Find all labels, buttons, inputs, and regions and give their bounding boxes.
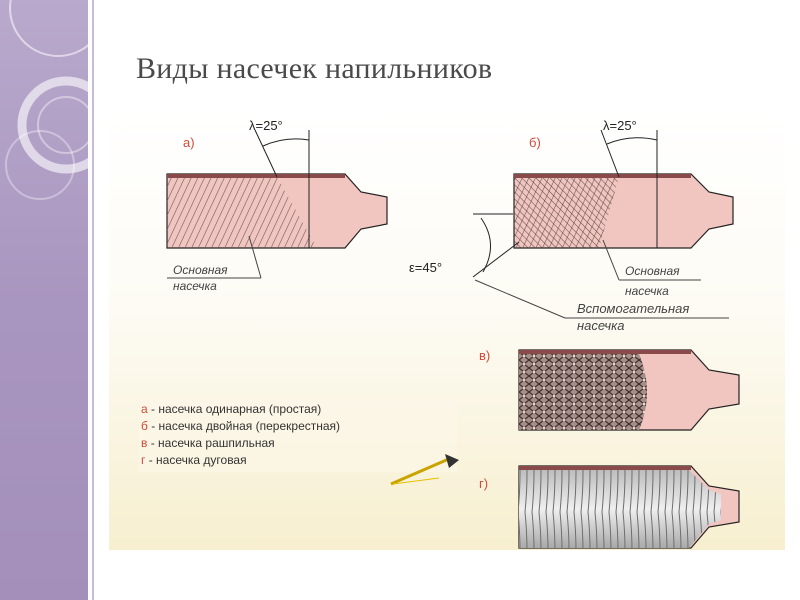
panel-v: в) — [479, 348, 740, 431]
legend: а - насечка одинарная (простая) б - насе… — [139, 398, 459, 486]
panel-g-arc-cut — [519, 470, 721, 548]
panel-a-label-leader — [248, 235, 262, 279]
panel-a-letter: а) — [183, 135, 195, 150]
legend-box — [139, 398, 457, 472]
panel-a-single-cut — [167, 177, 317, 248]
slide-title: Виды насечек напильников — [136, 52, 493, 85]
panel-v-rasp-cut — [519, 354, 647, 430]
panel-v-top-edge — [519, 350, 691, 354]
panel-b-aux-label-2: насечка — [577, 318, 624, 333]
panel-b-main-label-1: Основная — [625, 264, 680, 278]
file-cuts-figure: а) λ=25° Основная насечка б) λ=25° ε=45°… — [109, 112, 785, 550]
panel-b-aux-leader — [474, 279, 566, 319]
legend-item-g: г - насечка дуговая — [141, 453, 247, 467]
panel-b-cut-line — [600, 129, 620, 178]
legend-key: г — [141, 453, 146, 467]
legend-item-b: б - насечка двойная (перекрестная) — [141, 419, 340, 433]
panel-b-aux-cut — [514, 177, 619, 248]
legend-text: - насечка рашпильная — [147, 436, 274, 450]
panel-b-main-leader — [602, 239, 620, 281]
panel-b-top-edge — [514, 174, 691, 178]
legend-text: - насечка дуговая — [145, 453, 246, 467]
legend-item-a: а - насечка одинарная (простая) — [141, 402, 321, 416]
sidebar-divider — [92, 0, 94, 600]
panel-b-angle-label: λ=25° — [603, 118, 637, 133]
panel-a-cut-line — [254, 129, 278, 178]
panel-a-angle-arc — [262, 138, 310, 147]
panel-b-angle-arc — [606, 137, 658, 145]
panel-a: а) λ=25° Основная насечка — [166, 118, 388, 293]
sidebar-decoration — [0, 0, 88, 600]
panel-a-cut-label-2: насечка — [173, 279, 217, 293]
panel-a-angle-label: λ=25° — [249, 118, 283, 133]
panel-b-main-label-2: насечка — [625, 284, 669, 298]
panel-b-aux-label-1: Вспомогательная — [577, 301, 689, 316]
panel-g: г) — [479, 465, 740, 549]
panel-b-eps-line — [472, 241, 520, 278]
legend-text: - насечка одинарная (простая) — [148, 402, 322, 416]
panel-b-letter: б) — [529, 135, 541, 150]
panel-a-cut-label-1: Основная — [173, 263, 228, 277]
panel-a-top-edge — [167, 174, 345, 178]
panel-b: б) λ=25° ε=45° Основная насечка Вспомога… — [409, 118, 734, 333]
panel-v-letter: в) — [479, 348, 490, 363]
legend-text: - насечка двойная (перекрестная) — [148, 419, 340, 433]
file-cuts-diagram: а) λ=25° Основная насечка б) λ=25° ε=45°… — [109, 112, 785, 550]
legend-key: б — [141, 419, 148, 433]
legend-key: в — [141, 436, 147, 450]
legend-item-v: в - насечка рашпильная — [141, 436, 275, 450]
panel-g-top-edge — [519, 466, 691, 470]
panel-b-eps-label: ε=45° — [409, 260, 442, 275]
panel-g-letter: г) — [479, 476, 488, 491]
sidebar-circles — [5, 0, 88, 200]
pencil-icon — [390, 454, 459, 486]
legend-key: а — [141, 402, 148, 416]
